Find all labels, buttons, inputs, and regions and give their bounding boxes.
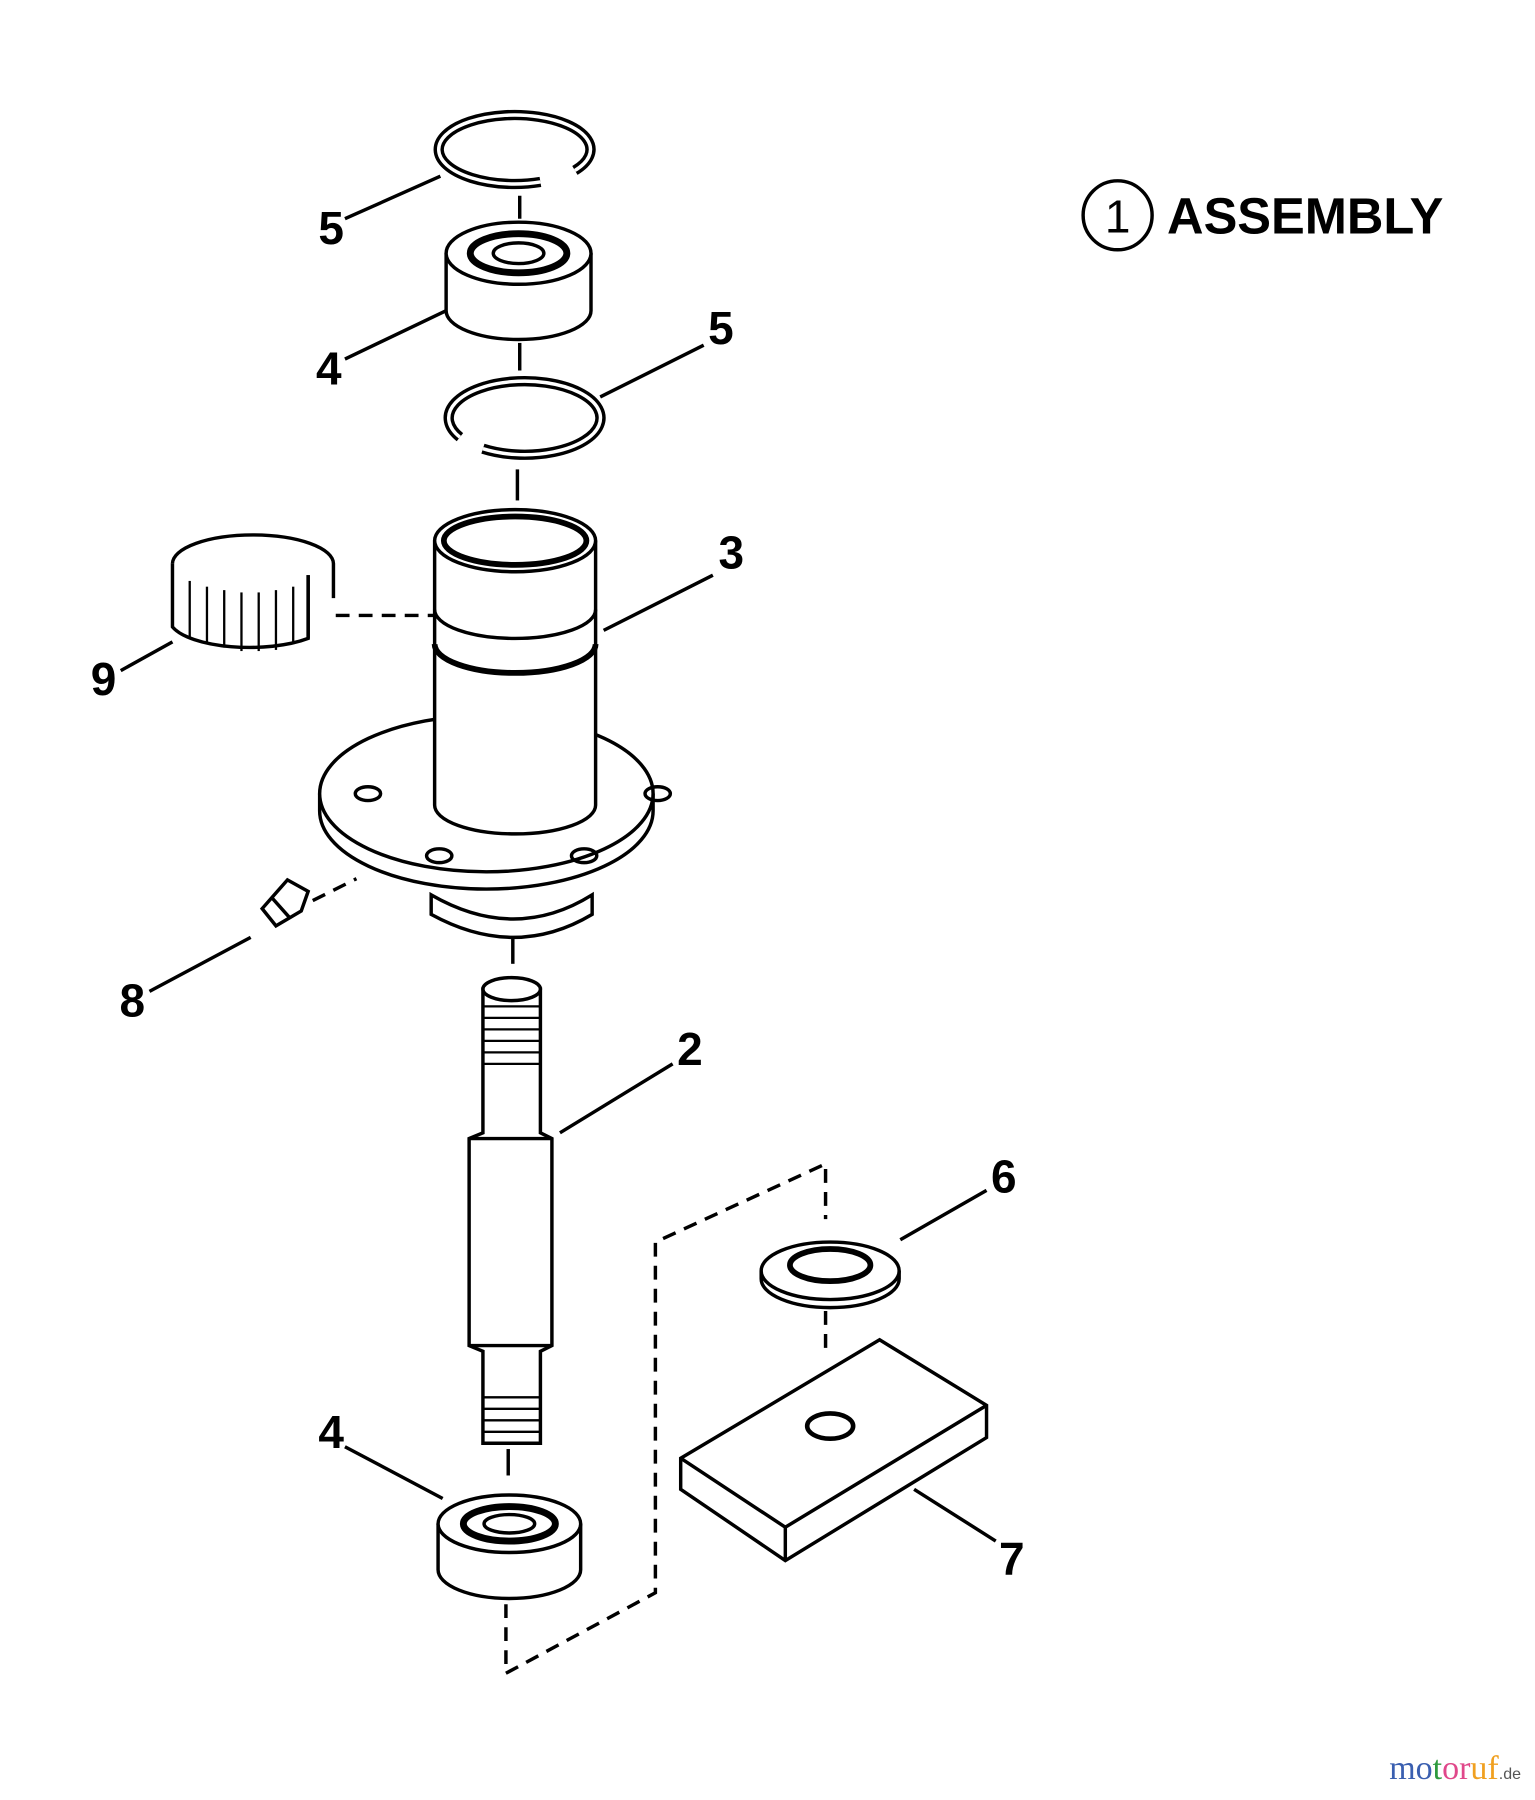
title-number: 1 (1105, 191, 1131, 243)
callout-retaining-ring-top: 5 (318, 202, 344, 254)
watermark-text: motoruf (1389, 1750, 1499, 1787)
watermark-suffix: .de (1498, 1766, 1521, 1783)
watermark-letter: u (1470, 1750, 1488, 1787)
callout-plate: 7 (999, 1532, 1025, 1584)
watermark-letter: t (1432, 1750, 1443, 1787)
callout-retaining-ring-lower: 5 (708, 302, 734, 354)
title-text: ASSEMBLY (1167, 188, 1443, 245)
leader-lines (119, 174, 997, 1543)
retaining-ring-lower (443, 376, 606, 460)
bushing (170, 533, 336, 652)
callout-bearing-bottom: 4 (318, 1406, 344, 1458)
washer (759, 1240, 901, 1310)
callout-washer: 6 (991, 1151, 1017, 1203)
callout-spindle-housing: 3 (718, 526, 744, 578)
assembly-title: 1 ASSEMBLY (1081, 179, 1443, 252)
retaining-ring-top (433, 109, 596, 190)
spindle-housing (317, 507, 673, 940)
callout-spindle-shaft: 2 (677, 1023, 703, 1075)
axis-dashes (311, 195, 828, 1677)
title-number-circle (1081, 179, 1154, 252)
watermark-logo: motoruf.de (1389, 1750, 1521, 1788)
watermark-letter: o (1415, 1750, 1433, 1787)
bearing-top (444, 220, 593, 342)
callout-bearing-top: 4 (316, 342, 342, 394)
watermark-letter: m (1389, 1750, 1416, 1787)
spindle-shaft (467, 975, 554, 1446)
grease-fitting (259, 877, 311, 929)
watermark-letter: f (1487, 1750, 1499, 1787)
watermark-letter: o (1442, 1750, 1460, 1787)
plate (678, 1337, 989, 1563)
watermark-letter: r (1459, 1750, 1471, 1787)
callout-grease-fitting: 8 (119, 975, 145, 1027)
bearing-bottom (436, 1493, 583, 1601)
callout-bushing: 9 (91, 653, 117, 705)
